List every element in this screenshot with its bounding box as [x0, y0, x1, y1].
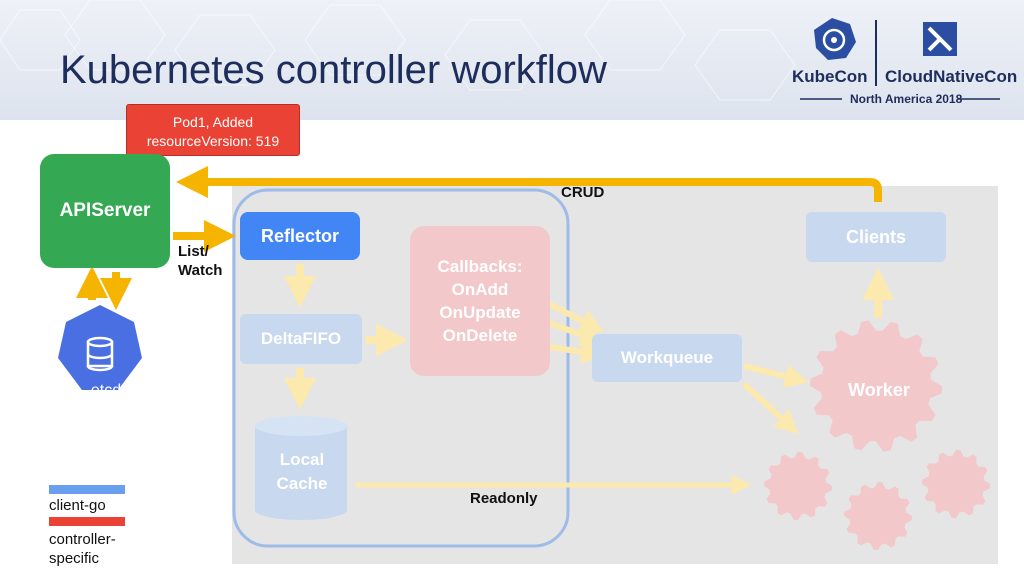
- local-cache-cylinder: [255, 416, 347, 520]
- database-icon: [86, 336, 114, 372]
- header-banner: [0, 0, 1024, 120]
- worker-gears: [764, 320, 990, 550]
- workqueue-to-workers-arrow: [741, 381, 799, 435]
- crud-arrow: [176, 166, 882, 202]
- apiserver-node: APIServer: [40, 154, 170, 268]
- event-line2: resourceVersion: 519: [146, 133, 280, 149]
- legend-swatch-controller-specific: [49, 517, 125, 526]
- callbacks-node: Callbacks: OnAdd OnUpdate OnDelete: [410, 226, 550, 376]
- cloudnativecon-text: CloudNativeCon: [885, 67, 1018, 86]
- local-cache-label: Local Cache: [276, 450, 328, 493]
- workqueue-node: Workqueue: [592, 334, 742, 382]
- worker-gear-small-3: [922, 450, 990, 518]
- kubecon-text: KubeCon: [792, 67, 868, 86]
- legend-client-go: client-go: [49, 497, 106, 514]
- cncf-icon: [923, 22, 957, 56]
- reflector-node: Reflector: [240, 212, 360, 260]
- legend-swatch-client-go: [49, 485, 125, 494]
- event-name: North America 2018: [850, 92, 963, 106]
- event-notification: Pod1, Added resourceVersion: 519: [126, 104, 300, 156]
- worker-gear-small-2: [844, 482, 912, 550]
- page-title: Kubernetes controller workflow: [60, 48, 607, 92]
- worker-gear-small-1: [764, 452, 832, 520]
- etcd-logo: [58, 305, 142, 390]
- clients-node: Clients: [806, 212, 946, 262]
- deltafifo-node: DeltaFIFO: [240, 314, 362, 364]
- legend-controller-specific: controller- specific: [49, 531, 116, 567]
- helm-icon: [814, 18, 856, 60]
- client-go-boundary: [232, 188, 570, 548]
- main-worker-gear: [810, 320, 942, 452]
- workqueue-to-worker-arrow: [743, 363, 809, 389]
- header-pattern: [0, 0, 796, 101]
- readonly-label: Readonly: [470, 490, 538, 507]
- worker-label: Worker: [848, 380, 910, 400]
- list-watch-label: List/ Watch: [178, 243, 223, 279]
- etcd-label: etcd: [90, 382, 122, 399]
- event-line1: Pod1, Added: [172, 114, 254, 130]
- crud-label: CRUD: [561, 184, 605, 201]
